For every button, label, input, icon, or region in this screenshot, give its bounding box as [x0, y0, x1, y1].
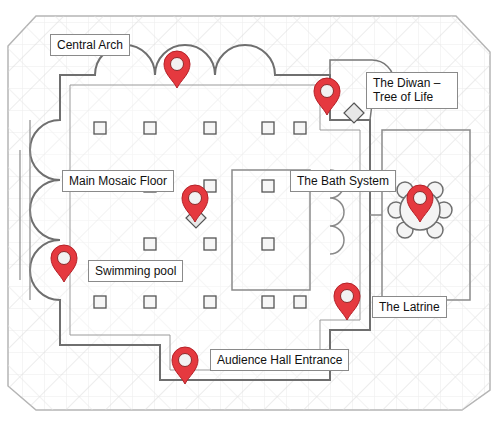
place-label: The Diwan – Tree of Life: [366, 72, 458, 109]
label-text: The Diwan – Tree of Life: [373, 76, 451, 105]
label-text: Swimming pool: [95, 264, 176, 278]
pillar: [204, 296, 216, 308]
pillar: [204, 238, 216, 250]
site-hatching: [8, 16, 490, 410]
place-label: The Bath System: [290, 170, 396, 192]
bath-rotunda: [388, 182, 452, 238]
place-label: Audience Hall Entrance: [210, 349, 349, 371]
label-text: The Latrine: [379, 300, 440, 314]
pillar: [144, 296, 156, 308]
pillar: [294, 122, 306, 134]
place-label: Main Mosaic Floor: [62, 170, 174, 192]
palace-wall: [30, 45, 370, 380]
label-text: Central Arch: [57, 38, 123, 52]
pillar: [262, 238, 274, 250]
bath-passage: [370, 214, 382, 216]
inner-wall: [70, 85, 360, 370]
place-label: Central Arch: [50, 34, 130, 56]
label-text: Audience Hall Entrance: [217, 353, 342, 367]
label-text: The Bath System: [297, 174, 389, 188]
pillar: [262, 180, 274, 192]
pillar: [294, 296, 306, 308]
pillar: [262, 296, 274, 308]
pillar: [94, 122, 106, 134]
place-label: The Latrine: [372, 296, 447, 318]
tree-of-life-mosaic: [344, 103, 364, 123]
pool-edge: [20, 120, 30, 300]
bath-room: [382, 130, 470, 300]
pillar: [144, 238, 156, 250]
label-text: Main Mosaic Floor: [69, 174, 167, 188]
site-boundary: [8, 16, 490, 410]
pillar: [262, 122, 274, 134]
pillar: [94, 296, 106, 308]
place-label: Swimming pool: [88, 260, 183, 282]
pillar: [144, 122, 156, 134]
pillar: [204, 122, 216, 134]
